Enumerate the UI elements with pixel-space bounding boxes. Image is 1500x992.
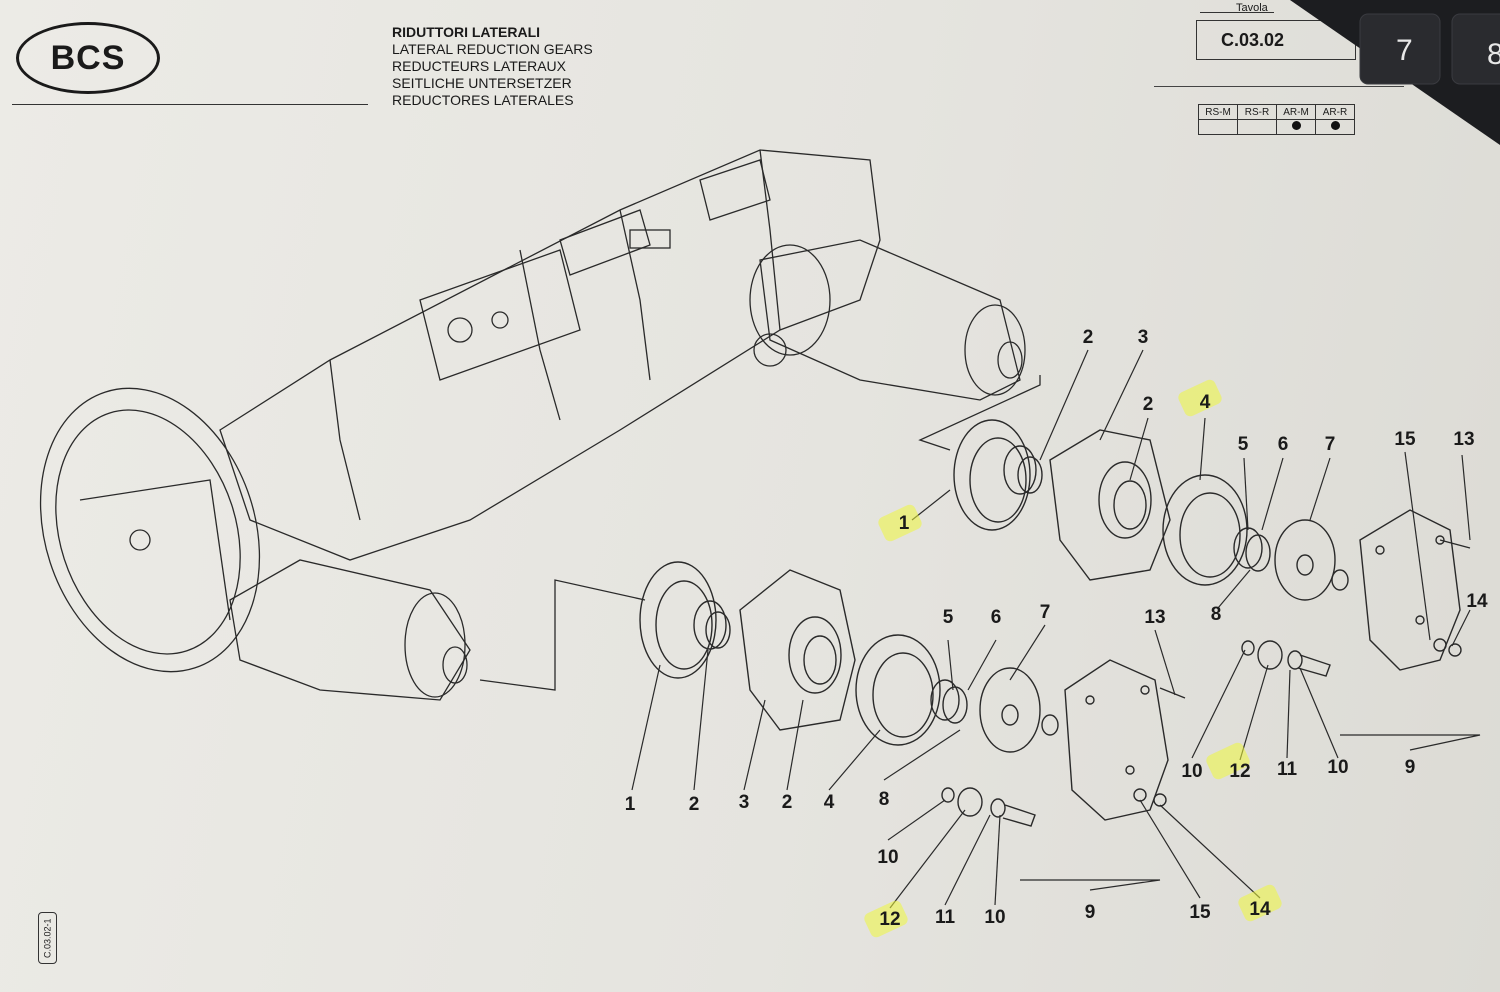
callout-lower: 2 — [781, 792, 793, 813]
callout-upper: 14 — [1466, 591, 1488, 612]
callout-lower: 10 — [877, 847, 899, 868]
table-code: C.03.02 — [1221, 29, 1285, 50]
callout-lower: 6 — [990, 607, 1002, 628]
upper-exploded-assembly — [953, 419, 1471, 677]
callout-upper: 8 — [1210, 604, 1222, 625]
tractor-housing — [39, 149, 1026, 701]
callout-lower: 9 — [1084, 902, 1096, 923]
title-italian: RIDUTTORI LATERALI — [392, 24, 541, 40]
title-english: LATERAL REDUCTION GEARS — [392, 41, 593, 57]
title-german: SEITLICHE UNTERSETZER — [392, 75, 572, 91]
callout-lower: 2 — [688, 794, 700, 815]
header-line-right — [1154, 86, 1404, 87]
callout-upper: 12 — [1229, 761, 1251, 782]
callout-upper: 13 — [1453, 429, 1475, 450]
callout-upper: 15 — [1394, 429, 1416, 450]
callout-upper: 1 — [898, 513, 910, 534]
callout-lower: 1 — [624, 794, 636, 815]
header-rule — [12, 104, 368, 105]
callout-upper: 7 — [1324, 434, 1336, 455]
callout-upper: 2 — [1142, 394, 1154, 415]
logo-text: BCS — [50, 38, 126, 77]
title-french: REDUCTEURS LATERAUX — [392, 58, 566, 74]
callout-lower: 10 — [984, 907, 1006, 928]
title-block: RIDUTTORI LATERALI LATERAL REDUCTION GEA… — [392, 24, 593, 109]
callout-lower: 4 — [823, 792, 835, 813]
callout-upper: 10 — [1327, 757, 1349, 778]
keyboard-key-7: 7 — [1396, 34, 1413, 67]
keyboard-key-8: 8 — [1487, 38, 1500, 71]
callout-lower: 12 — [879, 909, 901, 930]
callout-lower: 7 — [1039, 602, 1051, 623]
tavola-line — [1200, 12, 1274, 13]
callout-lower: 13 — [1144, 607, 1166, 628]
callout-lower: 5 — [942, 607, 954, 628]
tavola-label: Tavola — [1236, 2, 1268, 14]
callout-upper: 3 — [1137, 327, 1149, 348]
callout-upper: 9 — [1404, 757, 1416, 778]
title-spanish: REDUCTORES LATERALES — [392, 92, 574, 108]
callout-upper: 6 — [1277, 434, 1289, 455]
dashed-guide-lines — [479, 375, 1041, 691]
callout-lower: 11 — [934, 907, 956, 928]
callout-upper: 2 — [1082, 327, 1094, 348]
callout-upper: 10 — [1181, 761, 1203, 782]
callout-upper: 5 — [1237, 434, 1249, 455]
bcs-logo: BCS — [16, 22, 160, 94]
callout-lower: 15 — [1189, 902, 1211, 923]
lower-exploded-assembly — [639, 561, 1186, 827]
callout-lower: 8 — [878, 789, 890, 810]
callout-upper: 11 — [1276, 759, 1298, 780]
callout-lower: 14 — [1249, 899, 1271, 920]
leader-lines — [631, 349, 1481, 909]
callout-lower: 3 — [738, 792, 750, 813]
callout-upper: 4 — [1199, 392, 1211, 413]
